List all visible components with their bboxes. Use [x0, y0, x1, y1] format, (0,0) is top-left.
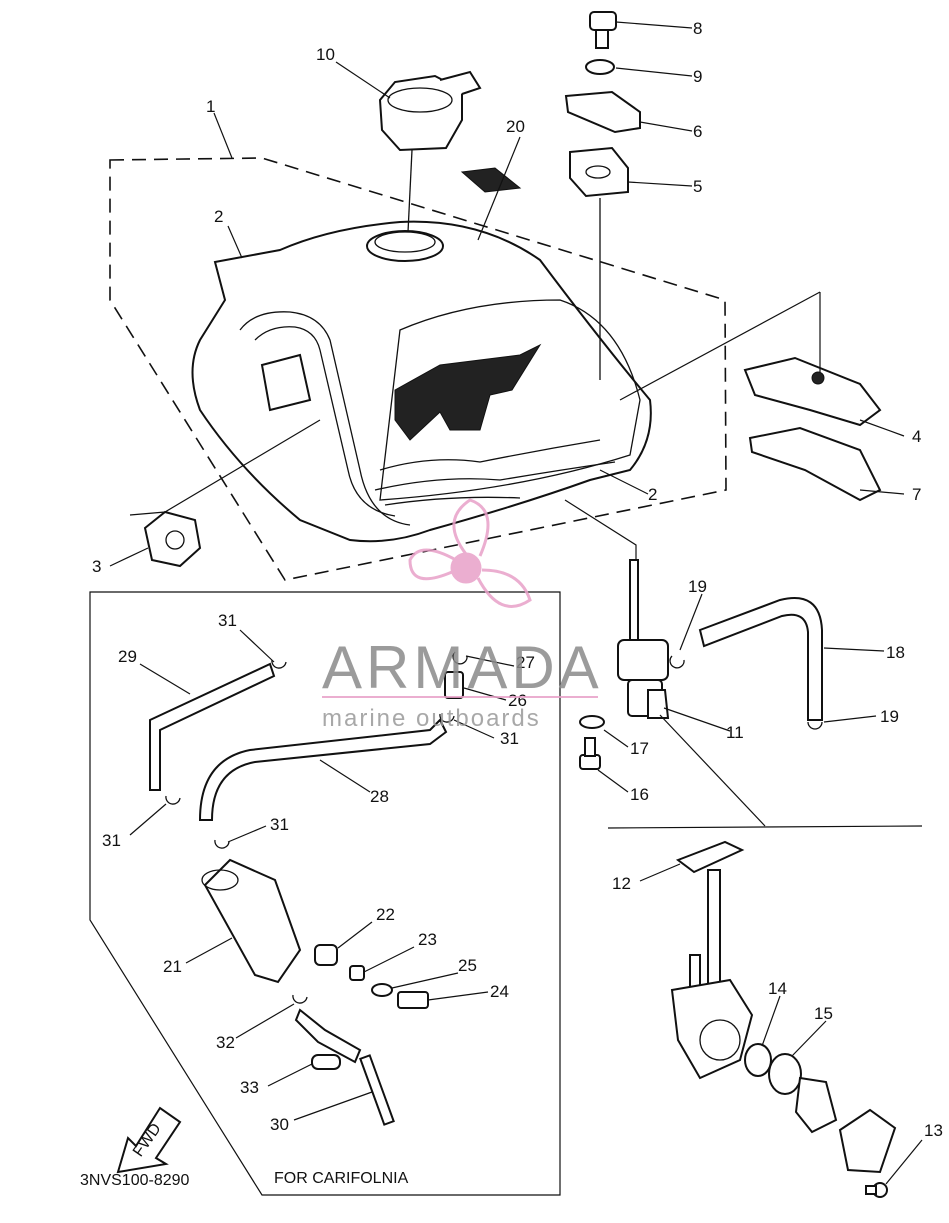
callout-9: 9 — [693, 67, 702, 86]
fuel-tank — [191, 220, 652, 543]
callout-23: 23 — [418, 930, 437, 949]
label-emblem — [460, 167, 522, 193]
callout-12: 12 — [612, 874, 631, 893]
part-callouts: 1 2 2 3 4 5 6 7 8 9 10 11 12 13 14 15 16… — [92, 19, 943, 1140]
bolt-24 — [397, 991, 429, 1009]
callout-26: 26 — [508, 691, 527, 710]
fitting-22 — [314, 944, 338, 966]
lever — [794, 1076, 838, 1134]
callout-8: 8 — [693, 19, 702, 38]
callout-1: 1 — [206, 97, 215, 116]
callout-13: 13 — [924, 1121, 943, 1140]
washer-9 — [585, 59, 615, 75]
clip-32 — [292, 994, 308, 1004]
callout-3: 3 — [92, 557, 101, 576]
callout-20: 20 — [506, 117, 525, 136]
callout-22: 22 — [376, 905, 395, 924]
callout-6: 6 — [693, 122, 702, 141]
washer-25 — [371, 983, 393, 997]
region-note: FOR CARIFOLNIA — [274, 1170, 409, 1187]
callout-10: 10 — [316, 45, 335, 64]
callout-21: 21 — [163, 957, 182, 976]
callout-27: 27 — [516, 653, 535, 672]
plate-7 — [748, 426, 882, 502]
gasket-12 — [675, 840, 745, 874]
clip-31c — [165, 795, 181, 805]
clip-31a — [271, 659, 287, 669]
callout-30: 30 — [270, 1115, 289, 1134]
clip-19b — [807, 721, 823, 730]
hose-29 — [149, 662, 276, 791]
callout-31a: 31 — [218, 611, 237, 630]
california-box — [89, 591, 561, 1196]
clip-31b — [439, 713, 455, 723]
callout-19a: 19 — [688, 577, 707, 596]
callout-7: 7 — [912, 485, 921, 504]
screw-13 — [865, 1182, 888, 1198]
mount-4 — [743, 356, 882, 427]
screw-16 — [579, 737, 601, 770]
o-ring-15 — [768, 1053, 802, 1095]
clip-27 — [452, 651, 468, 665]
callout-31c: 31 — [102, 831, 121, 850]
hose-18 — [698, 597, 823, 721]
callout-32: 32 — [216, 1033, 235, 1052]
callout-16: 16 — [630, 785, 649, 804]
callout-4: 4 — [912, 427, 921, 446]
fwd-arrow-icon: FWD — [116, 1106, 182, 1174]
callout-33: 33 — [240, 1078, 259, 1097]
filler-cap — [378, 70, 482, 152]
callout-17: 17 — [630, 739, 649, 758]
tank-assembly-outline — [109, 157, 727, 581]
callout-2b: 2 — [648, 485, 657, 504]
callout-18: 18 — [886, 643, 905, 662]
callout-28: 28 — [370, 787, 389, 806]
canister-21 — [201, 858, 302, 984]
damper-3 — [143, 510, 202, 568]
clip-19a — [669, 655, 685, 669]
bolt-8 — [589, 11, 617, 49]
callout-15: 15 — [814, 1004, 833, 1023]
clamp-33 — [311, 1054, 341, 1070]
watermark-brand: ARMADA — [322, 634, 603, 701]
armada-watermark: ARMADA marine outboards — [322, 498, 603, 732]
cover-plate — [838, 1108, 897, 1174]
callout-5: 5 — [693, 177, 702, 196]
hose-28 — [198, 718, 448, 821]
bracket-6 — [564, 90, 641, 134]
collar-23 — [349, 965, 365, 981]
packing-14 — [744, 1043, 772, 1077]
callout-31d: 31 — [270, 815, 289, 834]
callout-25: 25 — [458, 956, 477, 975]
callout-24: 24 — [490, 982, 509, 1001]
callout-29: 29 — [118, 647, 137, 666]
callout-11: 11 — [726, 723, 744, 742]
fuel-cock — [617, 559, 670, 719]
callout-31b: 31 — [500, 729, 519, 748]
callout-leaders — [109, 21, 923, 1185]
callout-2a: 2 — [214, 207, 223, 226]
callout-14: 14 — [768, 979, 787, 998]
propeller-logo-icon — [408, 498, 532, 608]
hose-30 — [359, 1054, 395, 1126]
washer-17 — [579, 715, 605, 729]
drawing-code: 3NVS100-8290 — [80, 1172, 190, 1189]
damper-5 — [569, 146, 629, 198]
fuel-cock-detail — [670, 869, 754, 1080]
hose-30b — [294, 1008, 362, 1064]
watermark-tagline: marine outboards — [322, 705, 541, 732]
clip-31d — [214, 839, 230, 849]
callout-19b: 19 — [880, 707, 899, 726]
